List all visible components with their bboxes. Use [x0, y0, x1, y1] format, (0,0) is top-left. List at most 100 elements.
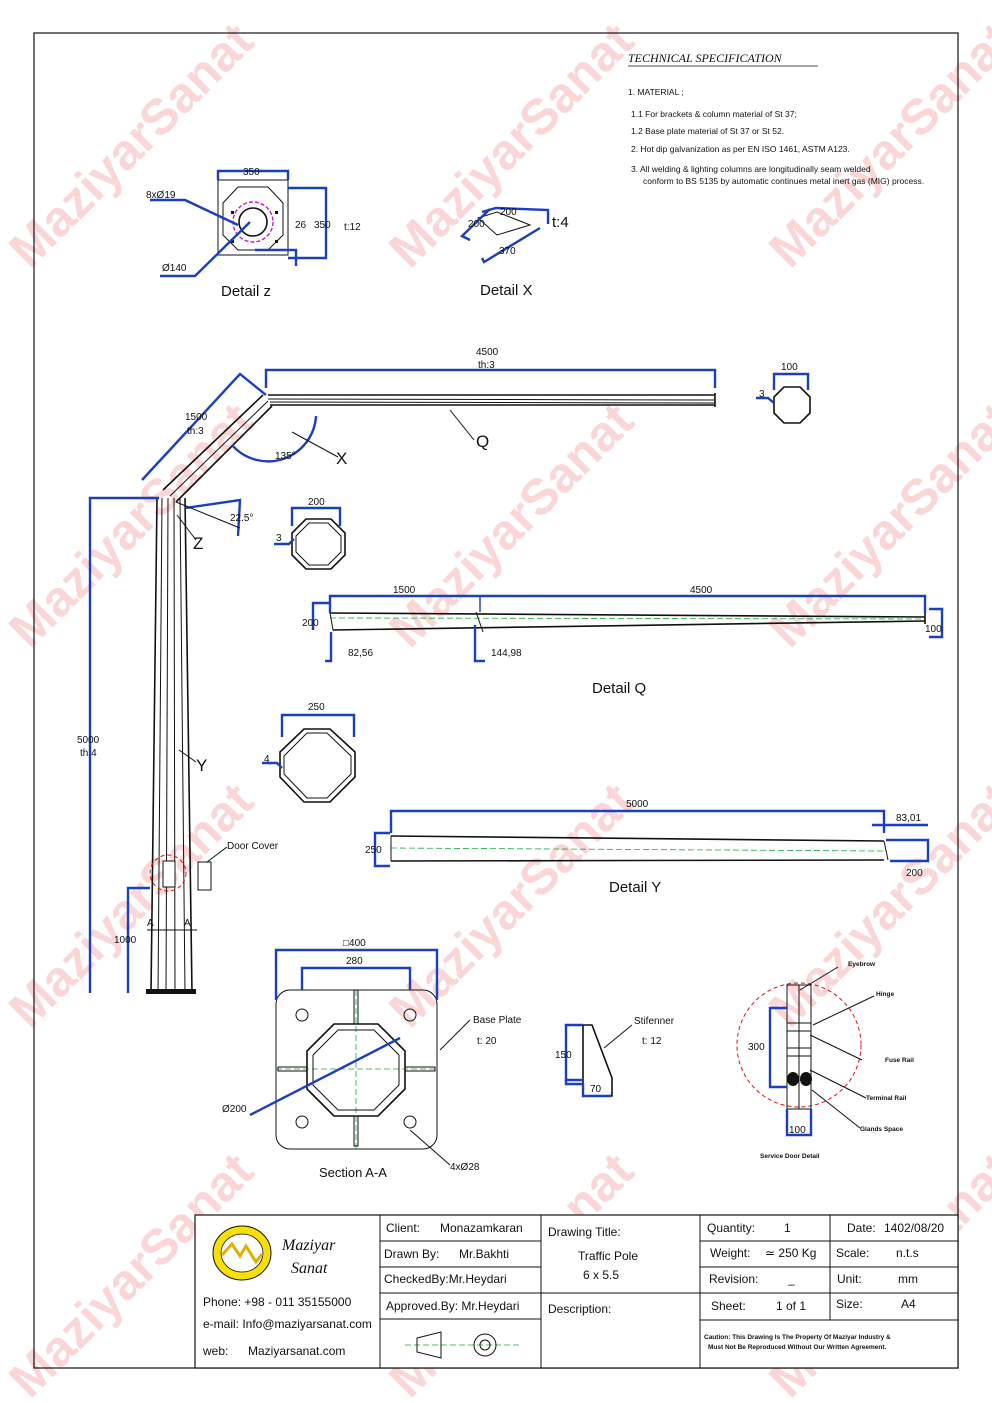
detail-label: Detail Q	[592, 680, 646, 697]
dim-label: 150	[555, 1050, 572, 1061]
dim-label: 8xØ19	[146, 190, 176, 201]
weight-value: ≃ 250 Kg	[765, 1246, 816, 1260]
quantity-label: Quantity:	[707, 1221, 755, 1235]
callout-q: Q	[476, 432, 489, 451]
checked-by: CheckedBy:Mr.Heydari	[384, 1272, 507, 1286]
dim-label: Hinge	[876, 991, 894, 998]
section-a-a: □400 280 Ø200 4xØ28 Base Plate t: 20 Sec…	[222, 938, 522, 1180]
dim-label: 3	[276, 533, 282, 544]
dim-label: 82,56	[348, 648, 373, 659]
section-200: 200 3	[274, 497, 346, 570]
dim-label: th:4	[80, 748, 97, 759]
dim-label: Terminal Rail	[866, 1095, 907, 1102]
dim-label: 5000	[77, 735, 100, 746]
technical-specification: TECHNICAL SPECIFICATION 1. MATERIAL ; 1.…	[628, 51, 924, 186]
dim-label: 4500	[690, 585, 713, 596]
dim-label: 350	[314, 220, 331, 231]
dim-label: th:3	[478, 360, 495, 371]
approved-by: Approved.By: Mr.Heydari	[386, 1299, 519, 1313]
dim-label: Eyebrow	[848, 961, 876, 968]
dim-label: 22.5°	[230, 513, 253, 524]
drawing-title-sub: 6 x 5.5	[583, 1268, 619, 1282]
logo-text: Maziyar	[281, 1237, 336, 1254]
size-value: A4	[901, 1297, 916, 1311]
spec-line: 2. Hot dip galvanization as per EN ISO 1…	[631, 144, 850, 154]
detail-y: 5000 83,01 250 200 Detail Y	[365, 799, 930, 896]
dim-label: 26	[295, 220, 307, 231]
drawn-label: Drawn By:	[384, 1247, 439, 1261]
spec-line: conform to BS 5135 by automatic continue…	[643, 176, 924, 186]
stiffener: Stifenner t: 12 150 70	[555, 1016, 675, 1098]
dim-label: 250	[308, 702, 325, 713]
callout-x: X	[336, 449, 347, 468]
company-logo: Maziyar Sanat	[212, 1225, 336, 1281]
dim-label: 4xØ28	[450, 1162, 480, 1173]
watermark: MaziyarSanat	[0, 772, 264, 1038]
dim-label: Door Cover	[227, 841, 279, 852]
dim-label: t: 20	[477, 1036, 497, 1047]
dim-label: Stifenner	[634, 1016, 675, 1027]
detail-label: Section A-A	[319, 1165, 387, 1180]
detail-label: Service Door Detail	[760, 1153, 820, 1160]
dim-label: 300	[748, 1042, 765, 1053]
caution-text: Must Not Be Reproduced Without Our Writt…	[708, 1344, 887, 1351]
spec-title: TECHNICAL SPECIFICATION	[628, 51, 783, 65]
dim-label: 200	[906, 868, 923, 879]
dim-label: 1500	[393, 585, 416, 596]
sheet-value: 1 of 1	[776, 1299, 806, 1313]
watermark: MaziyarSanat	[378, 12, 644, 278]
callout-z: Z	[193, 534, 203, 553]
client-value: Monazamkaran	[440, 1221, 523, 1235]
size-label: Size:	[836, 1297, 863, 1311]
company-web: Maziyarsanat.com	[248, 1344, 345, 1358]
dim-label: 200	[468, 219, 485, 230]
dim-label: 200	[302, 618, 319, 629]
callout-y: Y	[196, 756, 207, 775]
quantity-value: 1	[784, 1221, 791, 1235]
company-web-label: web:	[202, 1344, 228, 1358]
unit-value: mm	[898, 1272, 918, 1286]
dim-label: Fuse Rail	[885, 1057, 914, 1064]
dim-label: 100	[789, 1125, 806, 1136]
dim-label: 370	[499, 246, 516, 257]
dim-label: t:12	[344, 222, 361, 233]
service-door-detail: Eyebrow Hinge Fuse Rail Terminal Rail Gl…	[736, 961, 914, 1160]
part-sketch	[405, 1331, 520, 1359]
scale-value: n.t.s	[896, 1246, 919, 1260]
dim-label: th:3	[187, 426, 204, 437]
company-email: e-mail: Info@maziyarsanat.com	[203, 1317, 372, 1331]
dim-label: □400	[343, 938, 366, 949]
dim-label: 200	[500, 207, 517, 218]
client-label: Client:	[386, 1221, 420, 1235]
detail-label: Detail X	[480, 282, 533, 299]
revision-value: _	[787, 1272, 795, 1286]
detail-label: Detail Y	[609, 879, 661, 896]
section-marker: A	[147, 918, 154, 929]
detail-label: Detail z	[221, 283, 271, 300]
dim-label: 3	[759, 389, 765, 400]
drawing-title-label: Drawing Title:	[548, 1225, 621, 1239]
sheet-label: Sheet:	[711, 1299, 746, 1313]
date-value: 1402/08/20	[884, 1221, 944, 1235]
detail-x: 200 200 370 t:4 Detail X	[459, 206, 569, 299]
watermark: MaziyarSanat	[758, 392, 992, 658]
spec-line: 3. All welding & lighting columns are lo…	[631, 164, 871, 174]
dim-label: Glands Space	[860, 1126, 903, 1133]
dim-label: Base Plate	[473, 1015, 522, 1026]
dim-label: t: 12	[642, 1036, 662, 1047]
section-250: 250 4	[262, 702, 356, 803]
dim-label: 280	[346, 956, 363, 967]
dim-label: 135°	[275, 451, 296, 462]
company-phone: Phone: +98 - 011 35155000	[203, 1295, 352, 1309]
dim-label: Ø140	[162, 263, 187, 274]
revision-label: Revision:	[709, 1272, 758, 1286]
dim-label: 100	[925, 624, 942, 635]
dim-label: 200	[308, 497, 325, 508]
dim-label: 250	[365, 845, 382, 856]
spec-line: 1.2 Base plate material of St 37 or St 5…	[631, 126, 784, 136]
title-block: Maziyar Sanat Phone: +98 - 011 35155000 …	[194, 1214, 959, 1369]
drawing-title: Traffic Pole	[578, 1249, 638, 1263]
spec-line: 1.1 For brackets & column material of St…	[631, 109, 797, 119]
dim-label: t:4	[552, 214, 569, 231]
